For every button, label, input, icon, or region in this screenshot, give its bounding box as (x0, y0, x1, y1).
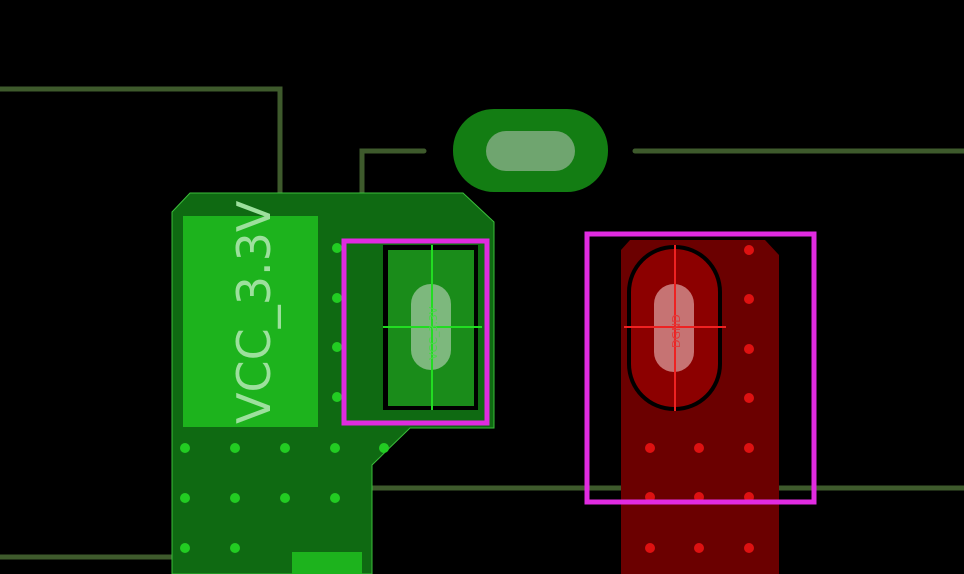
via[interactable] (330, 493, 340, 503)
via[interactable] (694, 443, 704, 453)
via[interactable] (744, 344, 754, 354)
via[interactable] (332, 342, 342, 352)
via[interactable] (744, 294, 754, 304)
via[interactable] (645, 543, 655, 553)
via[interactable] (180, 443, 190, 453)
gnd-pad-label: DGND (670, 314, 683, 348)
track-top-left[interactable] (0, 86, 283, 208)
vcc-bottom-pad[interactable] (292, 552, 362, 574)
via[interactable] (230, 493, 240, 503)
via[interactable] (744, 245, 754, 255)
via[interactable] (744, 393, 754, 403)
selection-box-gnd[interactable] (584, 231, 817, 505)
via[interactable] (379, 443, 389, 453)
via[interactable] (645, 443, 655, 453)
via[interactable] (230, 443, 240, 453)
vcc-large-pad[interactable] (183, 216, 318, 427)
via[interactable] (230, 543, 240, 553)
vcc-vias (180, 243, 389, 553)
via[interactable] (280, 493, 290, 503)
via[interactable] (694, 543, 704, 553)
vcc-zone-label: VCC_3.3V (227, 200, 281, 424)
oval-pad-top-drill (486, 131, 575, 171)
via[interactable] (280, 443, 290, 453)
selection-box-vcc[interactable] (341, 238, 490, 426)
via[interactable] (744, 543, 754, 553)
vcc-pad-label: VCC_3.3V (427, 306, 440, 360)
via[interactable] (744, 443, 754, 453)
via[interactable] (332, 293, 342, 303)
via[interactable] (180, 543, 190, 553)
via[interactable] (332, 243, 342, 253)
via[interactable] (180, 493, 190, 503)
via[interactable] (332, 392, 342, 402)
via[interactable] (330, 443, 340, 453)
